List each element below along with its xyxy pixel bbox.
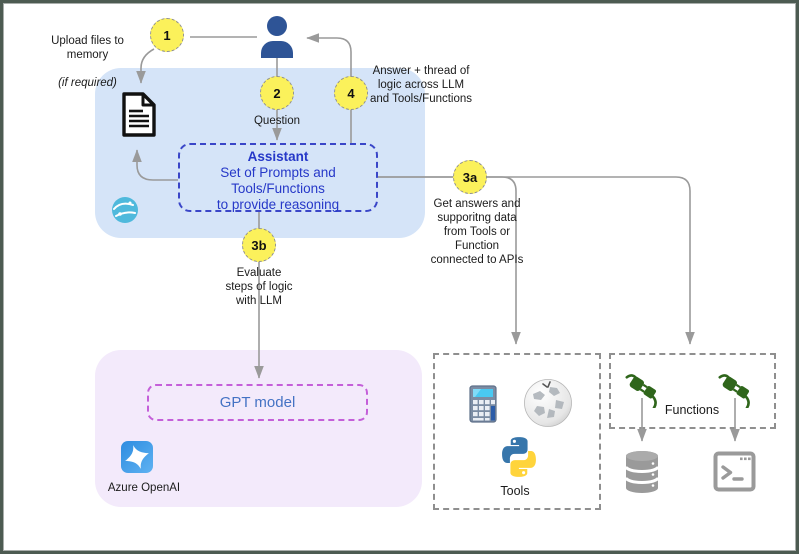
function-connector-right bbox=[714, 370, 758, 413]
document-icon bbox=[122, 92, 156, 137]
terminal-icon bbox=[713, 451, 756, 492]
wikipedia-tool bbox=[523, 378, 573, 433]
gpt-model-box: GPT model bbox=[147, 384, 368, 421]
arrow-assistant-to-user bbox=[306, 33, 352, 145]
calculator-icon bbox=[469, 385, 497, 423]
azure-openai-label: Azure OpenAI bbox=[107, 482, 181, 494]
grounding-globe bbox=[111, 196, 139, 229]
azure-openai bbox=[121, 441, 153, 478]
get-answers-note: Get answers and supporitng data from Too… bbox=[430, 198, 524, 266]
memory-files bbox=[119, 91, 159, 143]
person-icon bbox=[261, 16, 293, 58]
functions-label: Functions bbox=[664, 403, 720, 417]
wikipedia-icon bbox=[524, 379, 572, 427]
assistant-box: Assistant Set of Prompts and Tools/Funct… bbox=[178, 143, 378, 212]
step-badge-3a: 3a bbox=[453, 160, 487, 194]
globe-icon bbox=[112, 197, 138, 223]
step-badge-3b: 3b bbox=[242, 228, 276, 262]
step-badge-2: 2 bbox=[260, 76, 294, 110]
database-icon bbox=[624, 451, 660, 493]
azure-openai-icon bbox=[121, 441, 153, 473]
question-label: Question bbox=[253, 115, 301, 127]
arrow-assistant-to-functions bbox=[378, 176, 695, 345]
step-badge-4: 4 bbox=[334, 76, 368, 110]
calculator-tool bbox=[469, 385, 497, 428]
tools-label: Tools bbox=[500, 484, 530, 498]
upload-note-text: Upload files to memory bbox=[51, 35, 124, 61]
upload-note-italic: (if required) bbox=[58, 77, 117, 89]
function-connector-left bbox=[621, 370, 665, 413]
python-tool bbox=[496, 434, 542, 485]
step-badge-1: 1 bbox=[150, 18, 184, 52]
python-icon bbox=[502, 437, 536, 477]
upload-note: Upload files to memory (if required) bbox=[25, 20, 150, 90]
database bbox=[624, 449, 660, 500]
arrow-assistant-to-document bbox=[132, 149, 178, 181]
tools-group-box bbox=[433, 353, 601, 510]
assistant-description: Set of Prompts and Tools/Functions to pr… bbox=[216, 165, 340, 212]
gpt-model-label: GPT model bbox=[219, 394, 296, 411]
functions-group-box bbox=[609, 353, 776, 429]
answer-note: Answer + thread of logic across LLM and … bbox=[369, 65, 473, 105]
plug-icon bbox=[718, 374, 750, 410]
plug-icon bbox=[625, 374, 657, 410]
terminal bbox=[713, 451, 756, 497]
evaluate-note: Evaluate steps of logic with LLM bbox=[225, 267, 293, 307]
user-figure bbox=[257, 15, 297, 64]
arrow-step1-to-document bbox=[136, 48, 155, 84]
assistant-title: Assistant bbox=[247, 149, 309, 164]
